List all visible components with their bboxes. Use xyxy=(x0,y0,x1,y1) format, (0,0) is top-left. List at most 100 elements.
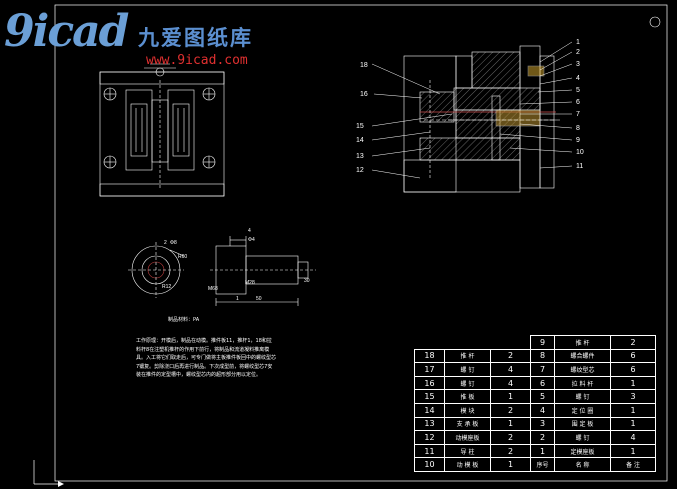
svg-text:R12: R12 xyxy=(162,284,171,290)
bom-cell: 3 xyxy=(610,389,657,404)
bom-row: 18 推 杆 2 8 螺合螺件 6 xyxy=(414,348,657,364)
bom-row: 12 动模座板 2 2 螺 钉 4 xyxy=(414,430,657,445)
svg-text:50: 50 xyxy=(256,296,262,302)
bom-cell: 导 柱 xyxy=(444,443,491,459)
bom-cell: 螺 钉 xyxy=(444,375,491,391)
bom-cell: 1 xyxy=(610,443,657,459)
bom-cell: 螺 钉 xyxy=(554,430,612,445)
bom-cell: 推 杆 xyxy=(444,348,491,364)
svg-text:18: 18 xyxy=(360,62,368,69)
svg-text:2: 2 xyxy=(164,240,167,246)
section-view xyxy=(403,45,560,193)
bom-cell: 6 xyxy=(610,362,657,377)
bom-cell: 推 板 xyxy=(444,389,491,404)
material-label: 制品材料：PA xyxy=(168,317,200,323)
svg-text:R60: R60 xyxy=(178,254,187,260)
watermark-logo: 9icad xyxy=(4,6,129,57)
bom-cell: 7 xyxy=(530,362,556,377)
bom-cell: 1 xyxy=(610,402,657,418)
svg-text:13: 13 xyxy=(356,153,364,160)
bom-cell: 1 xyxy=(610,416,657,432)
svg-text:Φ8: Φ8 xyxy=(170,240,177,246)
bom-cell: 11 xyxy=(414,443,445,459)
svg-text:4: 4 xyxy=(248,228,251,234)
watermark-site-name: 九爱图纸库 xyxy=(138,26,253,50)
bom-cell: 13 xyxy=(414,416,445,432)
svg-text:Φ4: Φ4 xyxy=(248,237,255,243)
bill-of-materials: 9 推 杆 2 18 推 杆 2 8 螺合螺件 6 17 螺 钉 4 7 螺纹型… xyxy=(414,335,657,472)
bom-cell: 1 xyxy=(489,416,532,432)
svg-text:M68: M68 xyxy=(208,286,218,292)
bom-cell: 8 xyxy=(530,348,556,364)
bom-cell: 3 xyxy=(530,416,556,432)
svg-text:8: 8 xyxy=(576,125,580,132)
svg-text:2: 2 xyxy=(576,49,580,56)
bom-cell: 围 定 板 xyxy=(554,416,612,432)
bom-row: 14 模 块 2 4 定 位 圈 1 xyxy=(414,402,657,418)
bom-cell: 17 xyxy=(414,362,445,377)
bom-cell: 9 xyxy=(530,335,556,350)
bom-row: 16 螺 钉 4 6 拉 料 杆 1 xyxy=(414,375,657,391)
svg-text:9: 9 xyxy=(576,137,580,144)
bom-cell: 支 承 板 xyxy=(444,416,491,432)
bom-cell: 螺合螺件 xyxy=(554,348,612,364)
bom-cell: 2 xyxy=(489,402,532,418)
top-view xyxy=(99,63,225,197)
bom-cell: 推 杆 xyxy=(554,335,612,350)
part-detail-front xyxy=(128,242,185,298)
bom-cell: 10 xyxy=(414,457,445,472)
bom-row: 10 动 模 板 1 序号 名 称 备 注 xyxy=(414,457,657,472)
bom-row: 13 支 承 板 1 3 围 定 板 1 xyxy=(414,416,657,432)
bom-cell: 2 xyxy=(489,443,532,459)
svg-text:5: 5 xyxy=(576,87,580,94)
bom-cell: 拉 料 杆 xyxy=(554,375,612,391)
bom-cell: 4 xyxy=(489,362,532,377)
svg-text:15: 15 xyxy=(356,123,364,130)
work-principle-note: 工作原理：开模后，制品在动模。推件板11，推杆1，18和拉料杆8在注塑机推杆的作… xyxy=(136,338,277,379)
corner-mark xyxy=(649,16,661,28)
part-detail-side xyxy=(210,236,316,306)
bom-cell: 18 xyxy=(414,348,445,364)
bom-cell: 1 xyxy=(610,375,657,391)
bom-cell: 6 xyxy=(610,348,657,364)
bom-cell: 1 xyxy=(489,457,532,472)
bom-cell: 14 xyxy=(414,402,445,418)
bom-cell: 动模座板 xyxy=(444,430,491,445)
bom-cell: 12 xyxy=(414,430,445,445)
bom-cell: 螺 钉 xyxy=(444,362,491,377)
svg-text:14: 14 xyxy=(356,137,364,144)
svg-text:7: 7 xyxy=(576,111,580,118)
bom-cell: 动 模 板 xyxy=(444,457,491,472)
bom-row: 17 螺 钉 4 7 螺纹型芯 6 xyxy=(414,362,657,377)
svg-text:12: 12 xyxy=(356,167,364,174)
svg-text:1: 1 xyxy=(576,39,580,46)
bom-row: 11 导 柱 2 1 定模座板 1 xyxy=(414,443,657,459)
bom-cell: 5 xyxy=(530,389,556,404)
bom-cell: 2 xyxy=(530,430,556,445)
leader-lines-right xyxy=(499,41,573,169)
ucs-icon xyxy=(33,460,64,487)
svg-text:10: 10 xyxy=(576,149,584,156)
bom-cell: 螺 钉 xyxy=(554,389,612,404)
bom-cell: 4 xyxy=(489,375,532,391)
svg-text:16: 16 xyxy=(360,91,368,98)
bom-cell: 定模座板 xyxy=(554,443,612,459)
bom-cell: 4 xyxy=(530,402,556,418)
bom-cell: 1 xyxy=(530,443,556,459)
bom-cell: 4 xyxy=(610,430,657,445)
svg-text:1: 1 xyxy=(236,296,239,302)
svg-text:30: 30 xyxy=(304,278,310,284)
bom-cell: 备 注 xyxy=(610,457,657,472)
bom-cell: 6 xyxy=(530,375,556,391)
svg-text:3: 3 xyxy=(576,61,580,68)
bom-cell: 模 块 xyxy=(444,402,491,418)
svg-text:6: 6 xyxy=(576,99,580,106)
bom-cell: 16 xyxy=(414,375,445,391)
callouts-left: 18 16 15 14 13 12 xyxy=(356,62,368,174)
bom-cell: 1 xyxy=(489,389,532,404)
bom-cell: 名 称 xyxy=(554,457,612,472)
watermark-url: www.9icad.com xyxy=(146,53,248,68)
